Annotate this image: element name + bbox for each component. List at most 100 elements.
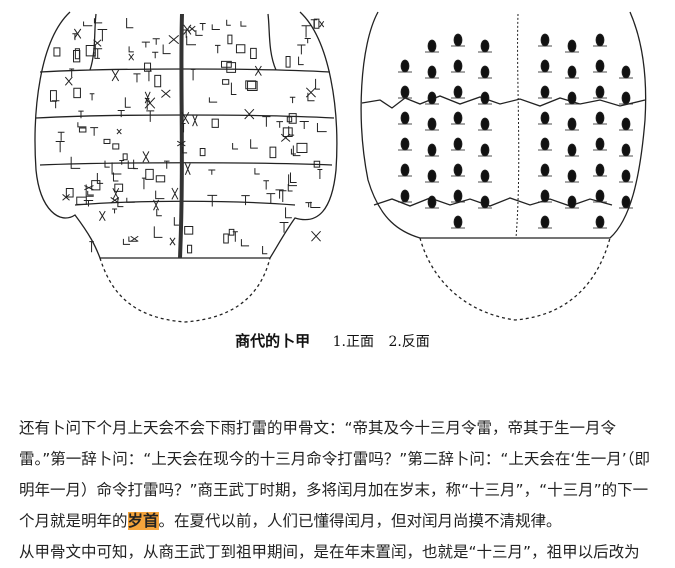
inscription-stroke xyxy=(254,168,260,175)
inscription-stroke xyxy=(285,207,292,219)
drill-hole xyxy=(400,59,410,73)
drill-hole xyxy=(480,91,490,105)
inscription-stroke xyxy=(126,18,134,29)
inscription-stroke xyxy=(69,68,75,78)
inscription-stroke xyxy=(144,62,152,72)
inscription-stroke xyxy=(154,74,162,88)
drill-hole xyxy=(595,189,605,203)
drill-hole xyxy=(567,91,577,105)
inscription-stroke xyxy=(222,79,230,85)
inscription-stroke xyxy=(168,34,180,45)
inscription-stroke xyxy=(192,114,198,127)
inscription-stroke xyxy=(153,226,163,238)
drill-hole xyxy=(567,143,577,157)
inscription-stroke xyxy=(232,231,238,242)
inscription-stroke xyxy=(156,208,162,217)
inscription-stroke xyxy=(262,116,271,127)
drill-hole xyxy=(621,65,631,79)
drill-hole xyxy=(400,85,410,99)
inscription-stroke xyxy=(163,160,170,169)
inscription-marks xyxy=(49,18,327,255)
inscription-stroke xyxy=(266,193,276,204)
inscription-stroke xyxy=(304,38,311,44)
inscription-stroke xyxy=(280,133,291,142)
inscription-stroke xyxy=(146,70,152,82)
inscription-stroke xyxy=(72,33,78,41)
inscription-stroke xyxy=(241,195,250,206)
inscription-stroke xyxy=(226,62,237,73)
inscription-stroke xyxy=(74,48,80,60)
figure-part-front: 1.正面 xyxy=(332,334,374,350)
inscription-stroke xyxy=(96,173,104,184)
figure-title: 商代的卜甲 xyxy=(235,332,311,350)
inscription-stroke xyxy=(51,100,60,109)
inscription-stroke xyxy=(127,160,136,169)
inscription-stroke xyxy=(62,193,70,201)
drill-hole xyxy=(540,215,550,229)
inscription-stroke xyxy=(299,120,309,130)
inscription-stroke xyxy=(184,225,194,235)
drill-hole xyxy=(621,117,631,131)
inscription-stroke xyxy=(65,188,74,198)
inscription-stroke xyxy=(169,237,176,246)
inscription-stroke xyxy=(208,169,216,175)
inscription-stroke xyxy=(73,87,81,99)
drill-hole xyxy=(595,137,605,151)
inscription-stroke xyxy=(276,121,284,128)
inscription-stroke xyxy=(244,108,255,120)
inscription-stroke xyxy=(208,97,218,103)
inscription-stroke xyxy=(124,97,131,108)
inscription-stroke xyxy=(77,122,87,128)
drill-hole xyxy=(427,117,437,131)
article-paragraph: 还有卜问下个月上天会不会下雨打雷的甲骨文：“帝其及今十三月令雷，帝其于生一月令雷… xyxy=(19,413,659,537)
inscription-stroke xyxy=(311,230,321,242)
inscription-stroke xyxy=(262,245,268,255)
inscription-stroke xyxy=(199,147,206,157)
drill-hole xyxy=(540,33,550,47)
inscription-stroke xyxy=(73,50,81,63)
inscription-stroke xyxy=(97,29,108,42)
highlighted-term[interactable]: 岁首 xyxy=(127,512,159,530)
drill-hole xyxy=(540,189,550,203)
drill-hole xyxy=(453,215,463,229)
inscription-stroke xyxy=(141,41,150,48)
shell-front-drawing xyxy=(34,11,338,323)
inscription-stroke xyxy=(317,169,323,179)
shell-back-drawing xyxy=(360,11,647,321)
article-paragraph-2: 从甲骨文中可知，从商王武丁到祖甲期间，是在年末置闰，也就是“十三月”，祖甲以后改… xyxy=(19,537,659,568)
inscription-stroke xyxy=(133,159,139,170)
drill-hole xyxy=(540,137,550,151)
inscription-stroke xyxy=(190,68,196,81)
inscription-stroke xyxy=(110,197,120,204)
turtle-shell-illustration xyxy=(34,11,647,323)
inscription-stroke xyxy=(49,90,57,102)
drill-hole xyxy=(540,163,550,177)
drill-hole xyxy=(453,111,463,125)
inscription-stroke xyxy=(250,139,258,149)
inscription-stroke xyxy=(305,87,316,98)
drill-hole xyxy=(480,117,490,131)
drill-hole xyxy=(427,65,437,79)
inscription-stroke xyxy=(263,180,270,190)
inscription-stroke xyxy=(310,201,321,209)
inscription-stroke xyxy=(177,140,186,147)
drill-hole xyxy=(595,85,605,99)
inscription-stroke xyxy=(87,190,94,196)
inscription-stroke xyxy=(199,23,206,31)
inscription-stroke xyxy=(93,18,103,24)
inscription-stroke xyxy=(112,172,119,182)
drill-hole xyxy=(453,137,463,151)
inscription-stroke xyxy=(186,36,196,46)
inscription-stroke xyxy=(112,208,118,214)
drill-hole xyxy=(427,195,437,209)
inscription-stroke xyxy=(76,196,87,205)
inscription-stroke xyxy=(112,143,120,150)
drill-hole xyxy=(453,163,463,177)
inscription-stroke xyxy=(155,175,166,183)
drill-hole xyxy=(480,65,490,79)
inscription-stroke xyxy=(315,78,320,90)
drill-hole xyxy=(453,59,463,73)
drilling-marks xyxy=(398,33,633,229)
drill-hole xyxy=(400,111,410,125)
drill-hole xyxy=(621,195,631,209)
